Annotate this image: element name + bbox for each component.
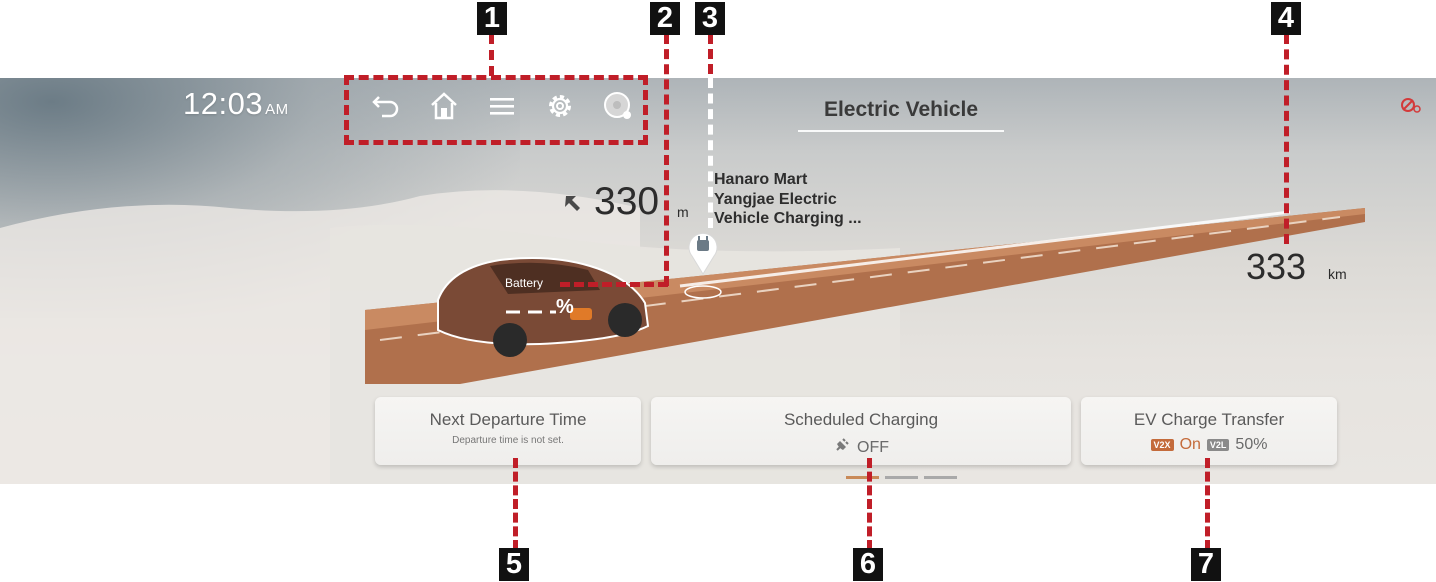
scheduled-charging-card[interactable]: Scheduled Charging OFF (651, 397, 1071, 465)
ev-charge-transfer-title: EV Charge Transfer (1133, 410, 1285, 429)
v2l-value: 50% (1235, 436, 1268, 453)
battery-percent: % (556, 296, 574, 318)
page-title: Electric Vehicle (798, 90, 1004, 132)
driving-range-unit: km (1328, 266, 1347, 282)
callout-3: 3 (695, 2, 725, 35)
home-icon[interactable] (426, 88, 462, 124)
destination-line: Hanaro Mart (714, 171, 808, 188)
v2x-status: On (1179, 436, 1201, 453)
callout-leader-3-top (708, 34, 713, 74)
car-illustration (437, 257, 650, 357)
page-dot (846, 476, 879, 479)
callout-leader-7 (1205, 458, 1210, 550)
callout-4: 4 (1271, 2, 1301, 35)
driving-range: 333 (1246, 246, 1307, 287)
callout-leader-1 (489, 34, 494, 76)
turn-distance: 330 (594, 180, 660, 223)
destination-line: Vehicle Charging ... (714, 210, 862, 227)
callout-leader-3 (708, 78, 713, 228)
callout-5: 5 (499, 548, 529, 581)
charging-plug-icon (833, 436, 851, 459)
ev-charge-transfer-card[interactable]: EV Charge Transfer V2X On V2L 50% (1081, 397, 1337, 465)
settings-icon[interactable] (542, 88, 578, 124)
next-departure-title: Next Departure Time (429, 410, 587, 429)
scheduled-charging-status: OFF (857, 438, 889, 456)
media-icon[interactable] (600, 88, 636, 124)
clock-time: 12:03 (183, 86, 264, 121)
next-departure-card[interactable]: Next Departure Time Departure time is no… (375, 397, 641, 465)
callout-6: 6 (853, 548, 883, 581)
callout-leader-5 (513, 458, 518, 550)
v2l-tag: V2L (1206, 439, 1230, 451)
callout-leader-4 (1284, 34, 1289, 244)
callout-leader-6 (867, 458, 872, 550)
charging-station-pin-icon[interactable] (683, 228, 723, 300)
destination-line: Yangjae Electric (714, 190, 837, 208)
v2x-tag: V2X (1150, 439, 1174, 451)
menu-icon[interactable] (484, 88, 520, 124)
destination-name[interactable]: Hanaro Mart Yangjae Electric Vehicle Cha… (714, 170, 862, 229)
clock-ampm: AM (265, 101, 289, 118)
callout-box-1 (344, 75, 648, 145)
page-dot (885, 476, 918, 479)
callout-1: 1 (477, 2, 507, 35)
connectivity-off-icon (1400, 96, 1422, 121)
page-indicator (846, 476, 957, 479)
callout-2: 2 (650, 2, 680, 35)
battery-label: Battery (505, 276, 544, 290)
next-departure-subtitle: Departure time is not set. (452, 435, 564, 446)
back-icon[interactable] (368, 88, 404, 124)
scheduled-charging-title: Scheduled Charging (783, 410, 939, 429)
turn-distance-unit: m (677, 204, 689, 220)
callout-leader-2-horizontal (560, 282, 668, 287)
callout-7: 7 (1191, 548, 1221, 581)
callout-leader-2 (664, 34, 669, 286)
page-dot (924, 476, 957, 479)
turn-arrow-icon (562, 192, 584, 219)
top-toolbar (368, 86, 636, 126)
